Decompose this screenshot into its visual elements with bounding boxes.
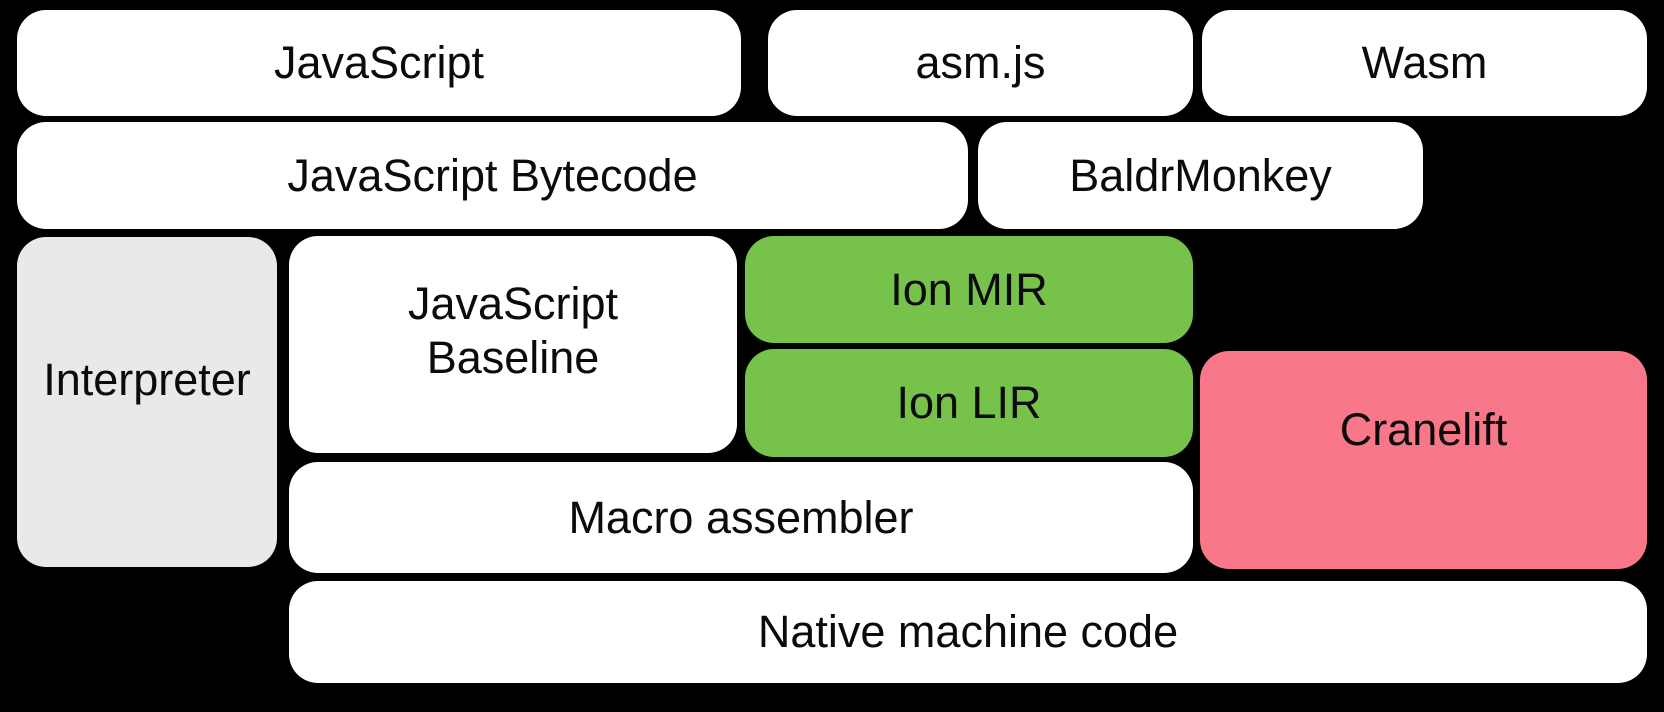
node-ion-lir-label: Ion LIR xyxy=(896,377,1042,428)
node-interpreter-label: Interpreter xyxy=(43,354,251,405)
node-ion-mir-label: Ion MIR xyxy=(890,263,1048,315)
node-wasm-label: Wasm xyxy=(1361,37,1488,88)
node-asmjs: asm.js xyxy=(768,10,1193,116)
node-javascript-baseline-label: JavaScript Baseline xyxy=(408,277,618,385)
node-wasm: Wasm xyxy=(1202,10,1647,116)
baseline-line1: JavaScript xyxy=(407,277,619,329)
node-javascript-label: JavaScript xyxy=(273,37,485,88)
node-macro-assembler-label: Macro assembler xyxy=(568,491,914,543)
node-ion-lir: Ion LIR xyxy=(745,349,1193,457)
node-interpreter: Interpreter xyxy=(17,237,277,567)
node-javascript-bytecode-label: JavaScript Bytecode xyxy=(287,149,698,201)
node-asmjs-label: asm.js xyxy=(915,37,1046,88)
node-native-machine-code: Native machine code xyxy=(289,581,1647,683)
baseline-line2: Baseline xyxy=(426,331,600,383)
node-javascript-baseline: JavaScript Baseline xyxy=(289,236,737,453)
node-baldrmonkey-label: BaldrMonkey xyxy=(1069,149,1332,201)
node-javascript: JavaScript xyxy=(17,10,741,116)
node-native-machine-code-label: Native machine code xyxy=(757,606,1179,657)
node-cranelift-label: Cranelift xyxy=(1339,404,1508,455)
node-baldrmonkey: BaldrMonkey xyxy=(978,122,1423,229)
node-cranelift: Cranelift xyxy=(1200,351,1647,569)
node-ion-mir: Ion MIR xyxy=(745,236,1193,343)
node-macro-assembler: Macro assembler xyxy=(289,462,1193,573)
node-javascript-bytecode: JavaScript Bytecode xyxy=(17,122,968,229)
